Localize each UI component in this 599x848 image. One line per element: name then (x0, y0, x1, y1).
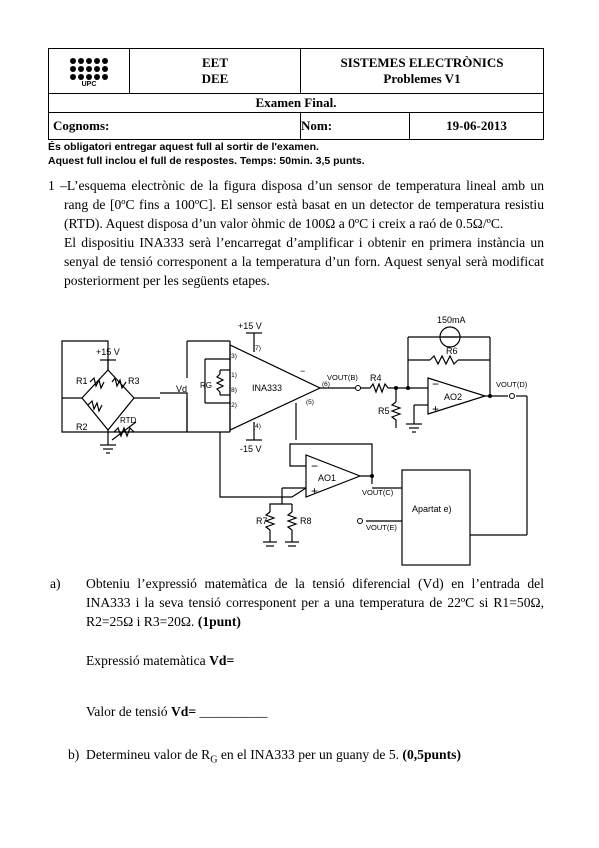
label-apartat: Apartat e) (412, 504, 452, 514)
label-r2: R2 (76, 422, 88, 432)
label-ao2: AO2 (444, 392, 462, 402)
note-line-1: És obligatori entregar aquest full al so… (48, 141, 319, 153)
svg-text:−: − (300, 366, 305, 376)
question-b-sub: G (210, 754, 218, 766)
value-var: Vd= (170, 704, 197, 719)
expression-label: Expressió matemàtica (86, 653, 210, 668)
question-a: a) Obteniu l’expressió matemàtica de la t… (50, 574, 544, 631)
name-field[interactable]: Nom: (301, 118, 333, 133)
exam-date: 19-06-2013 (409, 113, 543, 139)
note-line-2: Aquest full inclou el full de respostes.… (48, 155, 365, 167)
label-pin4: (4) (253, 423, 261, 430)
question-a-text: Obteniu l’expressió matemàtica de la ten… (86, 576, 544, 629)
label-vout-d: VOUT(D) (496, 380, 528, 389)
svg-text:−: − (311, 459, 318, 473)
problem-statement: 1 –L’esquema electrònic de la figura dis… (48, 176, 544, 290)
label-pin3: (3) (229, 353, 237, 360)
expression-line: Expressió matemàtica Vd= (86, 653, 234, 669)
label-r5: R5 (378, 406, 390, 416)
label-ammeter: 150mA (437, 315, 466, 325)
label-r7: R7 (256, 516, 268, 526)
label-vout-c: VOUT(C) (362, 488, 394, 497)
label-r8: R8 (300, 516, 312, 526)
label-pin1: (1) (229, 372, 237, 379)
label-vd: Vd (176, 384, 187, 394)
svg-text:+: + (311, 484, 318, 498)
label-ina333: INA333 (252, 383, 282, 393)
problem-paragraph-2: El dispositiu INA333 serà l’encarregat d… (64, 235, 544, 288)
svg-text:+: + (432, 402, 439, 416)
value-blank[interactable]: __________ (196, 704, 268, 719)
label-ao1: AO1 (318, 473, 336, 483)
question-b: b) Determineu valor de RG en el INA333 pe… (68, 747, 461, 766)
question-b-points: (0,5punts) (402, 747, 461, 762)
question-b-text-pre: Determineu valor de R (86, 747, 211, 762)
label-pin6: (6) (322, 381, 330, 388)
question-b-label: b) (68, 747, 80, 762)
exam-title: Examen Final. (48, 93, 544, 113)
label-r6: R6 (446, 346, 458, 356)
label-vout-e: VOUT(E) (366, 523, 397, 532)
label-vminus: -15 V (240, 444, 262, 454)
label-vplus-bridge: +15 V (96, 347, 120, 357)
svg-text:−: − (432, 377, 439, 391)
label-pin8: (8) (229, 387, 237, 394)
label-vplus-top: +15 V (238, 321, 262, 331)
upc-logo: UPC (48, 48, 130, 94)
label-r3: R3 (128, 376, 140, 386)
label-pin2: (2) (229, 402, 237, 409)
surname-field[interactable]: Cognoms: (48, 112, 301, 140)
label-pin5: (5) (306, 399, 314, 406)
label-rtd: RTD (120, 416, 137, 425)
value-line: Valor de tensió Vd= __________ (86, 704, 267, 720)
problem-paragraph-1: 1 –L’esquema electrònic de la figura dis… (48, 178, 544, 231)
question-b-text-post: en el INA333 per un guany de 5. (217, 747, 403, 762)
value-label: Valor de tensió (86, 704, 171, 719)
expression-var: Vd= (209, 653, 235, 668)
label-vout-b: VOUT(B) (327, 373, 358, 382)
question-a-label: a) (50, 576, 61, 591)
label-r4: R4 (370, 373, 382, 383)
label-pin7: (7) (253, 345, 261, 352)
label-r1: R1 (76, 376, 88, 386)
label-rg: RG (200, 381, 212, 390)
question-a-points: (1punt) (197, 614, 241, 629)
